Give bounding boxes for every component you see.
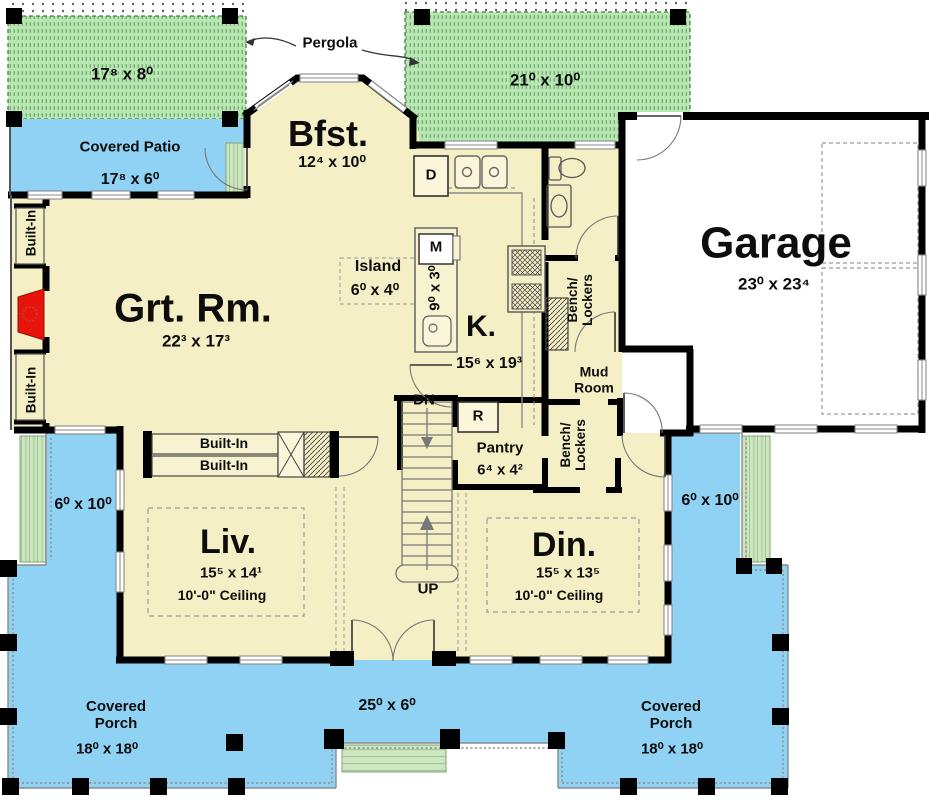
pergola-left-dim: 17⁸ x 8⁰ (90, 64, 154, 84)
kitchen-island (339, 227, 461, 353)
bench-lockers-bottom-line2: Lockers (573, 419, 588, 471)
bench-lockers-bottom: Bench/ Lockers (558, 419, 588, 471)
mud-room-name: Mud Room (574, 363, 614, 395)
bath-fixtures (546, 156, 586, 228)
thin-outer-walls (9, 119, 12, 430)
pergola-areas (7, 11, 691, 146)
stairs-up-label: UP (417, 580, 439, 598)
built-in-left-lower: Built-In (23, 366, 39, 414)
covered-patio-name: Covered Patio (79, 138, 181, 156)
bench-lockers-bottom-line1: Bench/ (557, 422, 573, 468)
living-name: Liv. (199, 522, 257, 561)
porch-front-dim: 25⁰ x 6⁰ (358, 697, 416, 715)
door-swings (204, 115, 682, 662)
dining-ceiling: 10'-0" Ceiling (514, 587, 604, 604)
pergola-right-dim: 21⁰ x 10⁰ (509, 70, 581, 90)
island-name: Island (354, 258, 402, 276)
posts (0, 8, 789, 795)
kitchen-name: K. (466, 310, 496, 344)
side-porch-right-dim: 6⁰ x 10⁰ (681, 492, 739, 510)
pergola-label: Pergola (302, 34, 358, 52)
porch-areas (8, 119, 788, 788)
built-in-left-upper: Built-In (23, 209, 39, 257)
great-room-name: Grt. Rm. (114, 286, 272, 331)
dining-dim: 15⁵ x 13⁵ (535, 564, 601, 582)
great-room-dim: 22³ x 17³ (161, 331, 231, 351)
dining-name: Din. (531, 525, 597, 564)
bfst-name: Bfst. (288, 112, 368, 154)
steps (19, 142, 771, 773)
kitchen-fixtures (413, 155, 546, 433)
garage-dim: 23⁰ x 23⁴ (738, 274, 810, 294)
dishwasher-label: D (425, 166, 437, 184)
side-porch-left-dim: 6⁰ x 10⁰ (54, 496, 112, 514)
island-dim: 6⁰ x 4⁰ (350, 282, 400, 300)
porch-right-dim: 18⁰ x 18⁰ (640, 740, 704, 758)
refrigerator-label: R (472, 407, 484, 425)
pergola-rafters (12, 1, 688, 13)
built-in-divider (143, 431, 339, 478)
island-counter-dim: 9⁰ x 3⁰ (426, 265, 444, 311)
pantry-name: Pantry (476, 439, 524, 457)
microwave-label: M (429, 238, 443, 256)
porch-left-name: Covered Porch (85, 698, 147, 732)
kitchen-dim: 15⁶ x 19³ (455, 355, 523, 373)
living-dim: 15⁵ x 14¹ (199, 564, 263, 582)
bench-lockers-top-line2: Lockers (580, 274, 595, 326)
bench-lockers-top: Bench/ Lockers (565, 274, 595, 326)
bench-hatches (545, 297, 569, 351)
bfst-dim: 12⁴ x 10⁰ (298, 154, 366, 172)
walls (8, 74, 929, 664)
windows (27, 73, 927, 665)
living-ceiling: 10'-0" Ceiling (177, 587, 267, 604)
porch-right-name: Covered Porch (640, 698, 702, 732)
garage-name: Garage (700, 218, 852, 268)
fireplace (15, 207, 45, 421)
covered-patio-dim: 17⁸ x 6⁰ (100, 171, 160, 189)
pantry-dim: 6⁴ x 4² (477, 461, 523, 479)
porch-left-dim: 18⁰ x 18⁰ (75, 740, 139, 758)
stairs-down-label: DN (413, 391, 435, 409)
built-in-middle-lower: Built-In (199, 457, 249, 474)
garage-shell (622, 112, 926, 433)
stairs (335, 401, 467, 652)
pergola-leaders (245, 37, 420, 66)
bench-lockers-top-line1: Bench/ (564, 277, 580, 323)
ceiling-outlines (147, 507, 640, 617)
built-in-middle-upper: Built-In (199, 435, 249, 452)
